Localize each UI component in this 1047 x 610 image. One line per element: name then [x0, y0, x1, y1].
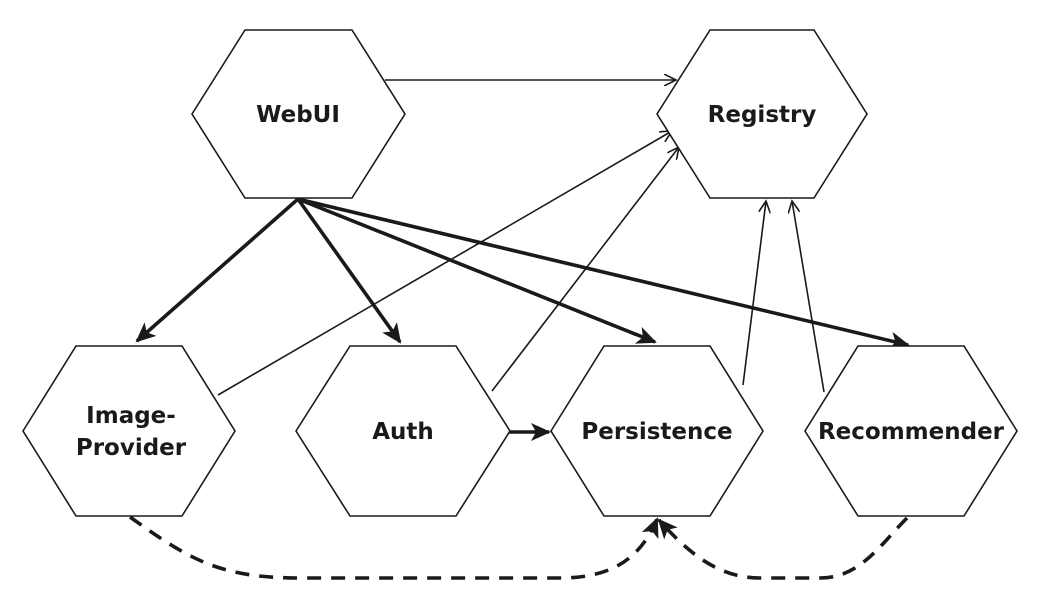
- node-auth: Auth: [295, 345, 511, 517]
- node-label-webui: WebUI: [256, 102, 340, 128]
- edge-recommender-persistence: [657, 516, 909, 580]
- hexagon-shape: [22, 345, 236, 517]
- node-label-recommender: Recommender: [818, 419, 1005, 445]
- node-webui: WebUI: [191, 29, 406, 199]
- edge-webui-persistence: [297, 197, 657, 344]
- edge-imageprovider-registry: [217, 131, 672, 396]
- hexagon-shape: [804, 345, 1018, 517]
- node-persistence: Persistence: [550, 345, 764, 517]
- edge-webui-recommender: [297, 197, 910, 350]
- edge-webui-imageprovider: [135, 197, 300, 343]
- node-label-image-provider-line1: Image-: [86, 403, 176, 429]
- edges: [128, 80, 910, 580]
- hexagon-shape: [656, 29, 868, 199]
- edge-recommender-registry: [792, 201, 825, 393]
- node-label-image-provider-line2: Provider: [76, 435, 187, 461]
- node-registry: Registry: [656, 29, 868, 199]
- node-image-provider: Image- Provider: [22, 345, 236, 517]
- edge-imageprovider-persistence: [128, 515, 659, 580]
- node-label-auth: Auth: [372, 419, 434, 445]
- node-label-registry: Registry: [708, 102, 817, 128]
- edge-persistence-registry: [742, 201, 766, 386]
- hexagon-shape: [295, 345, 511, 517]
- edge-webui-auth: [296, 197, 402, 344]
- hexagon-shape: [191, 29, 406, 199]
- hexagon-shape: [550, 345, 764, 517]
- node-recommender: Recommender: [804, 345, 1018, 517]
- node-label-persistence: Persistence: [581, 419, 732, 445]
